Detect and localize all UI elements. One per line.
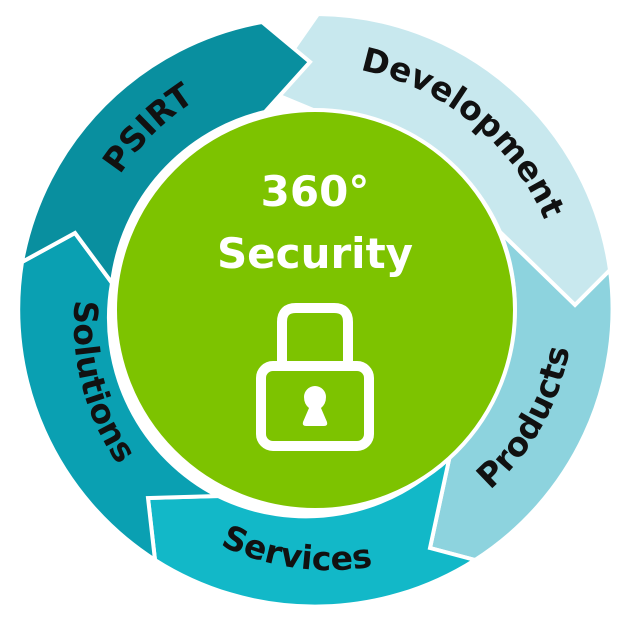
padlock-icon [256, 303, 374, 451]
keyhole-icon [302, 386, 328, 426]
title-line-2: Security [217, 229, 413, 278]
title-line-1: 360° [261, 167, 370, 216]
segment-psirt [19, 19, 313, 289]
